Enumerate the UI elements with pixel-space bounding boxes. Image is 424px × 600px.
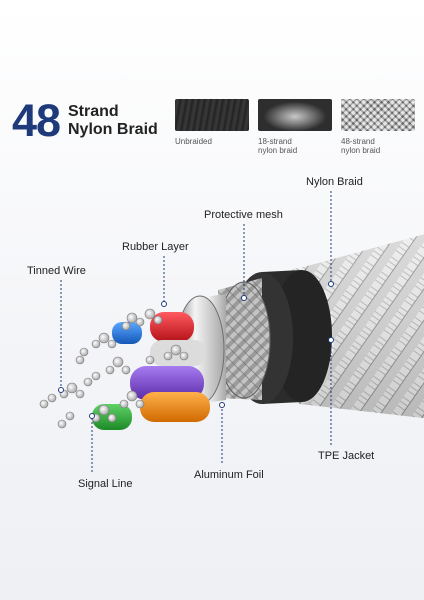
protective-mesh-layer [217,278,271,400]
sample-caption-48-line1: 48-strand [341,137,375,146]
callout-aluminum-foil: Aluminum Foil [194,469,264,481]
callout-nylon-braid: Nylon Braid [306,176,363,188]
callout-rubber-layer: Rubber Layer [122,241,189,253]
callout-tpe-jacket: TPE Jacket [318,450,375,462]
strand-count: 48 [12,95,61,146]
sample-caption-unbraided: Unbraided [175,137,212,146]
callout-tinned-wire: Tinned Wire [27,265,86,277]
title-line-1: Strand [68,103,119,120]
callout-leader-lines [60,191,332,472]
tinned-wire-bundles [39,308,189,429]
48-strand-sample-image [341,99,415,131]
callout-protective-mesh: Protective mesh [204,209,283,221]
unbraided-sample-image [175,99,249,131]
callout-anchor-dots [58,281,334,419]
title-line-2: Nylon Braid [68,121,158,138]
18-strand-sample-image [258,99,332,131]
sample-caption-18-line1: 18-strand [258,137,292,146]
sample-caption-48-line2: nylon braid [341,146,381,155]
callout-signal-line: Signal Line [78,478,133,490]
sample-caption-18-line2: nylon braid [258,146,298,155]
